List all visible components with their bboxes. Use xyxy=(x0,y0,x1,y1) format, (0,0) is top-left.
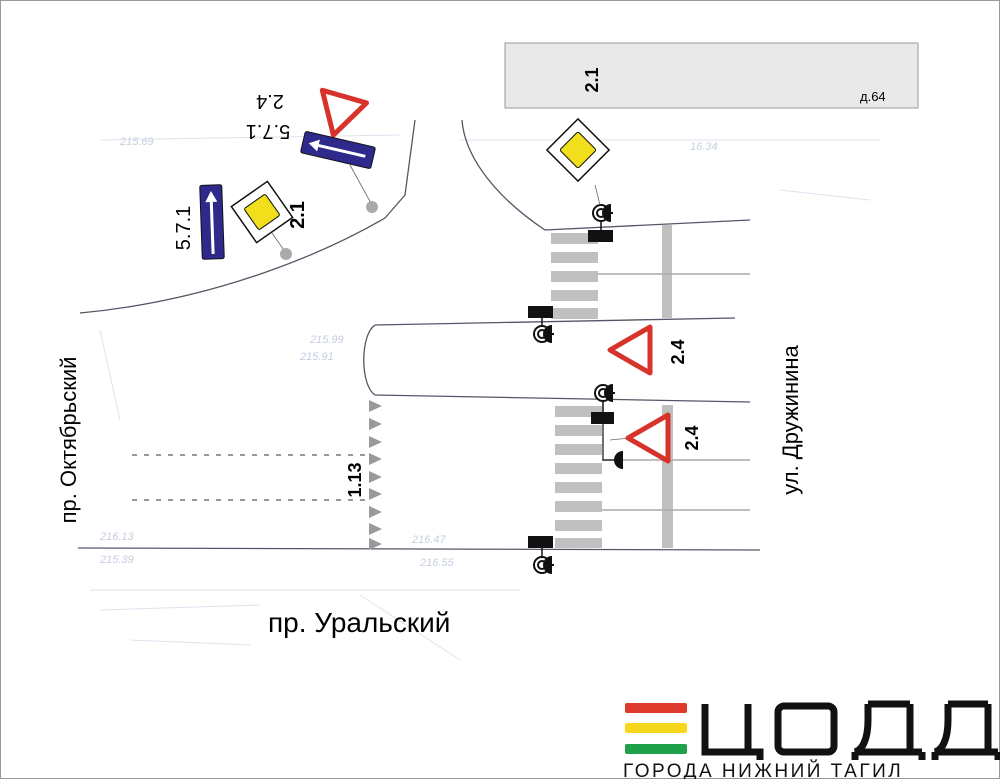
sign-label-2-4-bottom: 2.4 xyxy=(682,425,702,450)
sign-2-4-median xyxy=(610,327,650,373)
marking-1-13-triangles xyxy=(369,400,382,550)
svg-text:216.13: 216.13 xyxy=(99,531,135,543)
lane-markings xyxy=(132,454,370,501)
svg-text:215.39: 215.39 xyxy=(99,554,134,566)
svg-text:216.55: 216.55 xyxy=(419,557,455,569)
svg-text:216.47: 216.47 xyxy=(411,534,447,546)
sign-5-7-1-top-left xyxy=(300,131,376,169)
svg-text:16.34: 16.34 xyxy=(690,141,718,153)
building-label: д.64 xyxy=(860,89,886,104)
svg-text:215.69: 215.69 xyxy=(119,136,154,148)
sign-label-5-7-1-top-left: 5.7.1 xyxy=(246,120,290,142)
street-label-oktyabrsky: пр. Октябрьский xyxy=(56,357,81,524)
crosswalk-bottom xyxy=(555,405,673,548)
crosswalk-top xyxy=(551,225,672,319)
building-d64 xyxy=(504,42,919,109)
sign-label-2-1-left: 2.1 xyxy=(287,201,309,229)
logo: ГОРОДА НИЖНИЙ ТАГИЛ xyxy=(623,700,1000,779)
sign-5-7-1-left xyxy=(199,184,225,260)
traffic-lights xyxy=(528,203,623,575)
street-label-druzhinina: ул. Дружинина xyxy=(778,344,803,494)
sign-label-5-7-1-left: 5.7.1 xyxy=(173,206,195,250)
sign-2-4-top-left xyxy=(311,90,366,141)
road-edges xyxy=(77,119,761,551)
logo-subtitle: ГОРОДА НИЖНИЙ ТАГИЛ xyxy=(623,760,903,779)
survey-marks: 215.69 16.34 215.99 215.91 216.13 215.39… xyxy=(90,134,880,661)
sign-label-2-4-median: 2.4 xyxy=(668,339,688,364)
street-label-uralsky: пр. Уральский xyxy=(268,607,450,638)
sign-2-1-right xyxy=(546,118,610,182)
sign-label-2-4-top-left: 2.4 xyxy=(256,90,284,112)
sign-label-2-1-building: 2.1 xyxy=(582,67,602,92)
sign-2-4-bottom xyxy=(628,415,668,461)
svg-text:215.91: 215.91 xyxy=(299,351,334,363)
marking-label-1-13: 1.13 xyxy=(345,462,365,497)
svg-text:215.99: 215.99 xyxy=(309,334,344,346)
